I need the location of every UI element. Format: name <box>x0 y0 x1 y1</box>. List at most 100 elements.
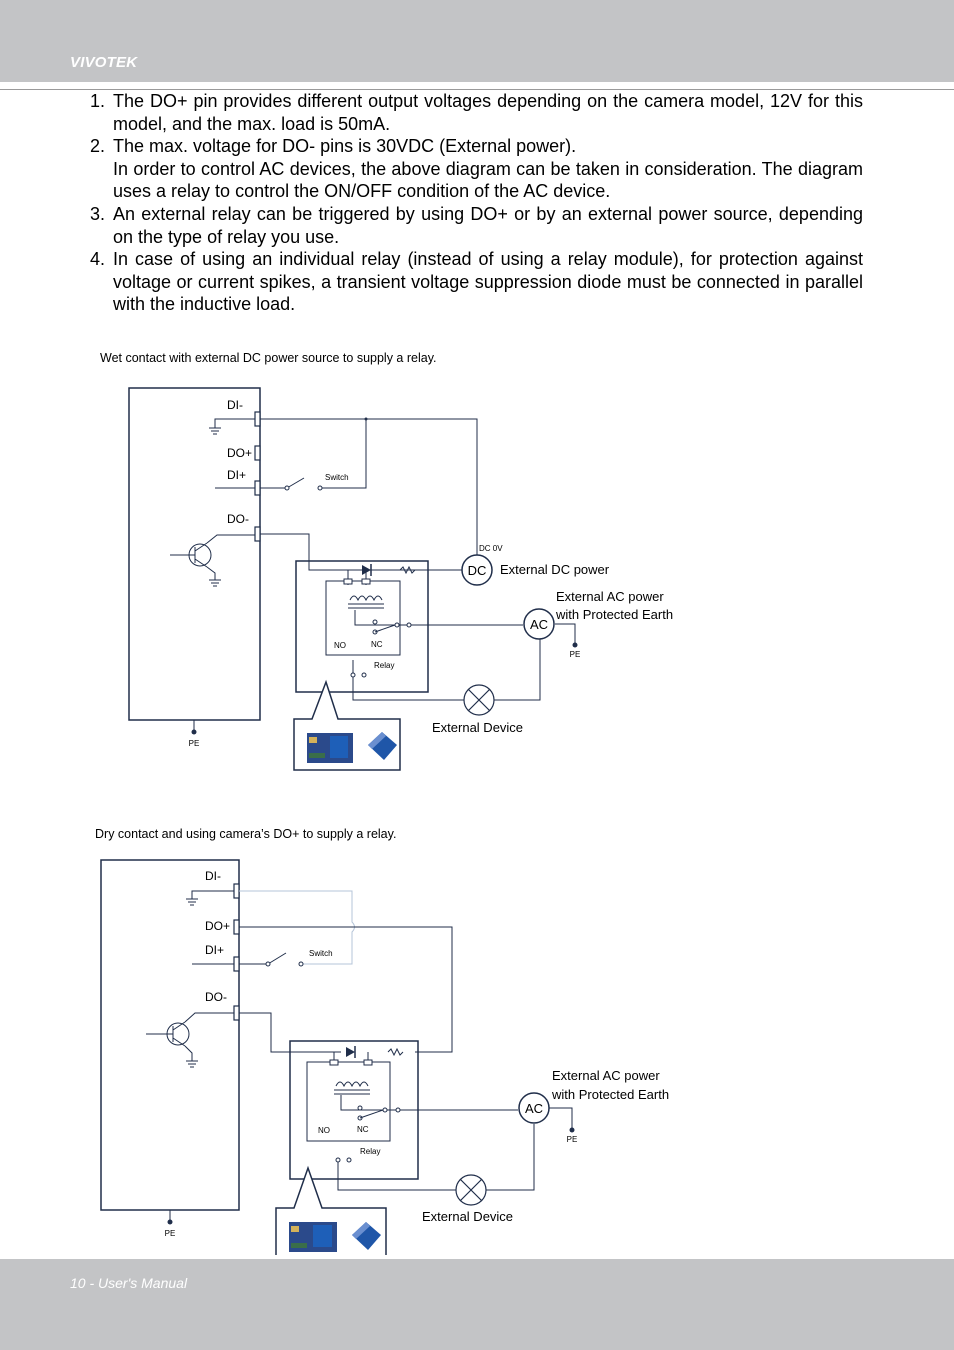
relay-module-picture <box>289 1222 381 1252</box>
pe-terminal <box>572 642 578 648</box>
do-plus-terminal <box>254 445 261 461</box>
external-dc-power-label: External DC power <box>500 562 610 577</box>
coil-terminal <box>363 1059 373 1066</box>
ac-label: AC <box>530 617 548 632</box>
do-plus-label: DO+ <box>227 446 252 460</box>
ac-label: AC <box>525 1101 543 1116</box>
note-item: 1. The DO+ pin provides different output… <box>90 90 863 135</box>
ac-source-icon <box>518 1092 550 1124</box>
wet-contact-diagram: Wet contact with external DC power sourc… <box>100 351 673 771</box>
dry-wiring <box>169 890 573 1222</box>
external-device-label: External Device <box>432 720 523 735</box>
relay-coil-icon <box>348 595 384 609</box>
external-ac-power-label: External AC power <box>556 589 664 604</box>
relay-contacts <box>350 619 412 678</box>
ground-icon <box>186 890 234 906</box>
relay-box <box>289 1040 419 1180</box>
pe-label: PE <box>570 650 581 659</box>
transistor-icon <box>146 1012 234 1068</box>
do-plus-label: DO+ <box>205 919 230 933</box>
brand-logo-text: VIVOTEK <box>70 54 138 71</box>
note-text: In case of using an individual relay (in… <box>113 249 863 315</box>
note-number: 4. <box>90 249 106 270</box>
page-header: VIVOTEK <box>0 0 954 82</box>
external-ac-power-label: External AC power <box>552 1068 660 1083</box>
relay-box <box>295 560 429 693</box>
camera-box <box>100 859 240 1211</box>
dc-0v-label: DC 0V <box>479 544 503 553</box>
diagram-caption: Dry contact and using camera’s DO+ to su… <box>95 827 396 841</box>
note-text: The max. voltage for DO- pins is 30VDC (… <box>113 136 577 157</box>
page-footer: 10 - User's Manual <box>0 1259 954 1350</box>
di-minus-terminal <box>254 411 261 427</box>
switch-label: Switch <box>309 949 333 958</box>
wire-junction <box>364 417 368 421</box>
header-divider <box>0 89 954 90</box>
resistor-icon <box>387 1047 404 1057</box>
ac-source-icon <box>523 608 555 640</box>
note-item: 2. The max. voltage for DO- pins is 30VD… <box>90 135 863 203</box>
pe-label: PE <box>567 1135 578 1144</box>
notes-list: 1. The DO+ pin provides different output… <box>90 90 863 316</box>
no-label: NO <box>334 641 346 650</box>
note-number: 1. <box>90 91 106 111</box>
switch-contact <box>317 485 323 491</box>
switch-contact <box>284 485 290 491</box>
diode-icon <box>362 564 372 576</box>
relay-body <box>306 1061 391 1142</box>
note-number: 2. <box>90 136 106 157</box>
wet-wiring <box>193 418 576 732</box>
pe-terminal <box>569 1127 575 1133</box>
do-minus-terminal <box>233 1005 240 1021</box>
do-minus-label: DO- <box>227 512 249 526</box>
resistor-icon <box>399 565 416 575</box>
lamp-icon <box>463 684 495 716</box>
external-ac-power-label: with Protected Earth <box>555 607 673 622</box>
dry-contact-diagram: Dry contact and using camera’s DO+ to su… <box>95 827 669 1255</box>
relay-label: Relay <box>360 1147 380 1156</box>
dc-source-icon <box>461 554 493 586</box>
dc-label: DC <box>468 563 487 578</box>
note-item: 4. In case of using an individual relay … <box>90 248 863 316</box>
no-label: NO <box>318 1126 330 1135</box>
relay-label: Relay <box>374 661 394 670</box>
transistor-icon <box>170 534 255 587</box>
nc-label: NC <box>357 1125 369 1134</box>
di-minus-terminal <box>233 883 240 899</box>
coil-terminal <box>343 578 353 585</box>
ground-icon <box>209 418 255 435</box>
external-ac-power-label: with Protected Earth <box>551 1087 669 1102</box>
note-number: 3. <box>90 203 106 224</box>
diagram-caption: Wet contact with external DC power sourc… <box>100 351 437 365</box>
external-device-label: External Device <box>422 1209 513 1224</box>
relay-contacts <box>335 1105 401 1163</box>
di-plus-label: DI+ <box>227 468 246 482</box>
do-minus-terminal <box>254 526 261 542</box>
note-text: The DO+ pin provides different output vo… <box>113 91 863 134</box>
di-minus-label: DI- <box>227 398 243 412</box>
note-item: 3. An external relay can be triggered by… <box>90 203 863 248</box>
pe-label: PE <box>189 739 200 748</box>
switch-label: Switch <box>325 473 349 482</box>
di-minus-label: DI- <box>205 869 221 883</box>
relay-module-picture <box>307 732 397 763</box>
note-text: An external relay can be triggered by us… <box>113 203 863 247</box>
note-text: In order to control AC devices, the abov… <box>113 158 863 202</box>
lamp-icon <box>455 1174 487 1206</box>
di-plus-label: DI+ <box>205 943 224 957</box>
switch-contact <box>298 961 304 967</box>
nc-label: NC <box>371 640 383 649</box>
do-minus-label: DO- <box>205 990 227 1004</box>
pe-label: PE <box>165 1229 176 1238</box>
coil-terminal <box>329 1059 339 1066</box>
relay-coil-icon <box>334 1081 370 1095</box>
pe-terminal <box>167 1219 173 1225</box>
di-plus-terminal <box>254 480 261 496</box>
do-plus-terminal <box>233 919 240 935</box>
diode-icon <box>346 1046 356 1058</box>
switch-contact <box>265 961 271 967</box>
coil-terminal <box>361 578 371 585</box>
di-plus-terminal <box>233 956 240 972</box>
pe-terminal <box>191 729 197 735</box>
page-number: 10 - User's Manual <box>70 1275 188 1291</box>
